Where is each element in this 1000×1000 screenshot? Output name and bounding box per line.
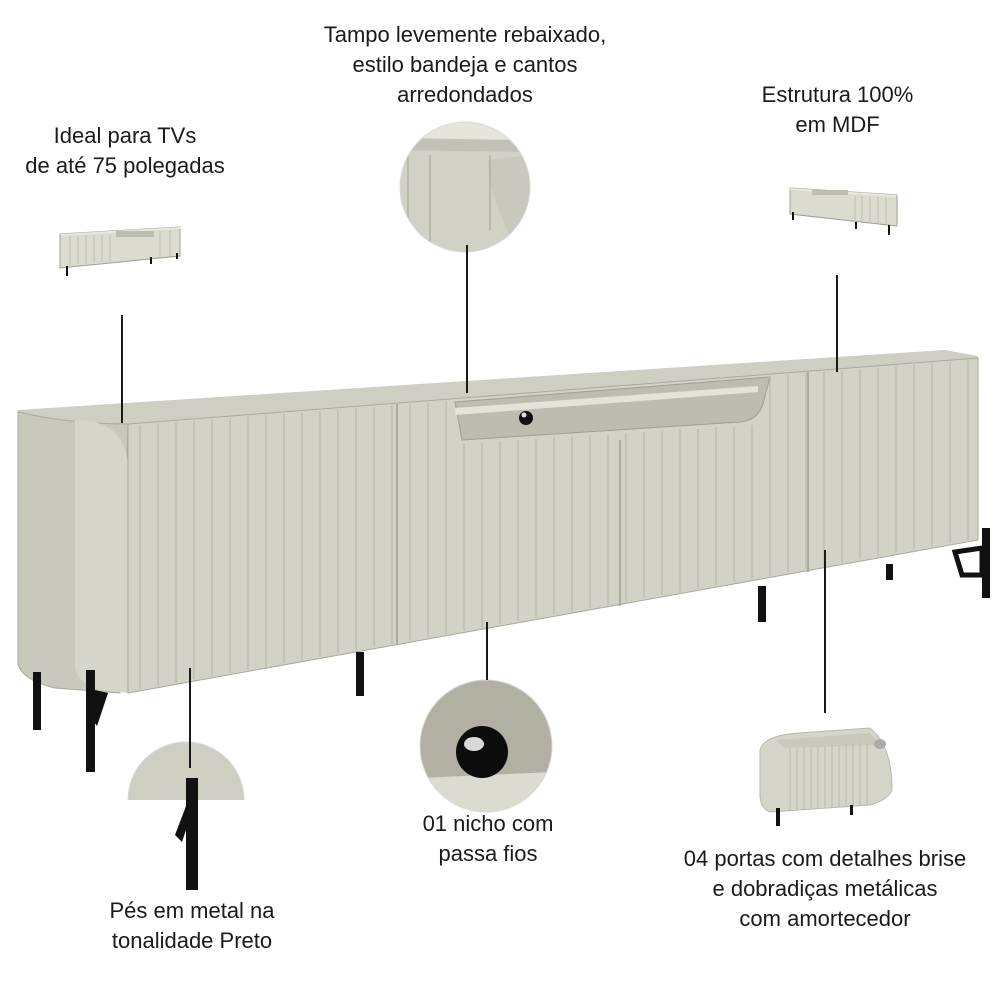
hinge-icon [874,739,886,749]
tv-stand-rounded-corner [75,420,128,693]
label-niche-line2: passa fios [438,841,538,866]
leg-front-left [86,670,95,772]
label-tray-top-line2: estilo bandeja e cantos [352,52,578,77]
zoom-door [759,727,893,826]
label-structure-line2: em MDF [795,112,880,137]
callout-line-tray-top [466,245,468,393]
label-legs: Pés em metal na tonalidade Preto [82,896,302,956]
label-doors-line1: 04 portas com detalhes brise [683,846,967,871]
callout-line-niche [486,622,488,680]
label-tv-size: Ideal para TVs de até 75 polegadas [10,121,240,181]
leg-back-left [33,672,41,730]
leg-bracket-right [951,545,985,578]
cable-hole-highlight [521,412,527,418]
label-doors-line2: e dobradiças metálicas [712,876,938,901]
label-structure: Estrutura 100% em MDF [735,80,940,140]
callout-line-legs [189,668,191,768]
tv-stand-legs [33,528,990,772]
label-tray-top-line1: Tampo levemente rebaixado, [323,22,607,47]
leg-back-right [886,564,893,580]
label-niche: 01 nicho com passa fios [396,809,580,869]
label-tv-size-line1: Ideal para TVs [53,123,197,148]
label-legs-line1: Pés em metal na [109,898,275,923]
tv-stand-top-rim [18,350,978,428]
callout-line-tv-size [121,315,123,423]
label-doors: 04 portas com detalhes brise e dobradiça… [655,844,995,934]
zoom-leg [128,742,244,895]
callout-line-doors [824,550,826,713]
door-brise-lines [139,360,969,689]
label-legs-line2: tonalidade Preto [111,928,273,953]
callout-line-structure [836,275,838,372]
leg-mid-1 [356,652,364,696]
label-niche-line1: 01 nicho com [422,811,554,836]
leg-mid-2 [758,586,766,622]
label-structure-line1: Estrutura 100% [761,82,914,107]
label-tv-size-line2: de até 75 polegadas [25,153,225,178]
niche-shelf [455,386,758,415]
zoom-cable-hole [420,680,552,812]
label-tray-top-line3: arredondados [397,82,533,107]
leg-bracket-left [94,690,108,726]
cable-hole [519,411,533,425]
tv-stand-main [17,350,990,772]
zoom-tray-top [400,122,530,252]
leg-front-right [982,528,990,598]
door-separators [396,372,809,645]
thumbnail-tv-size [59,226,182,276]
thumbnail-structure [789,187,898,235]
tv-stand-front [127,357,979,694]
label-doors-line3: com amortecedor [739,906,911,931]
label-tray-top: Tampo levemente rebaixado, estilo bandej… [300,20,630,110]
